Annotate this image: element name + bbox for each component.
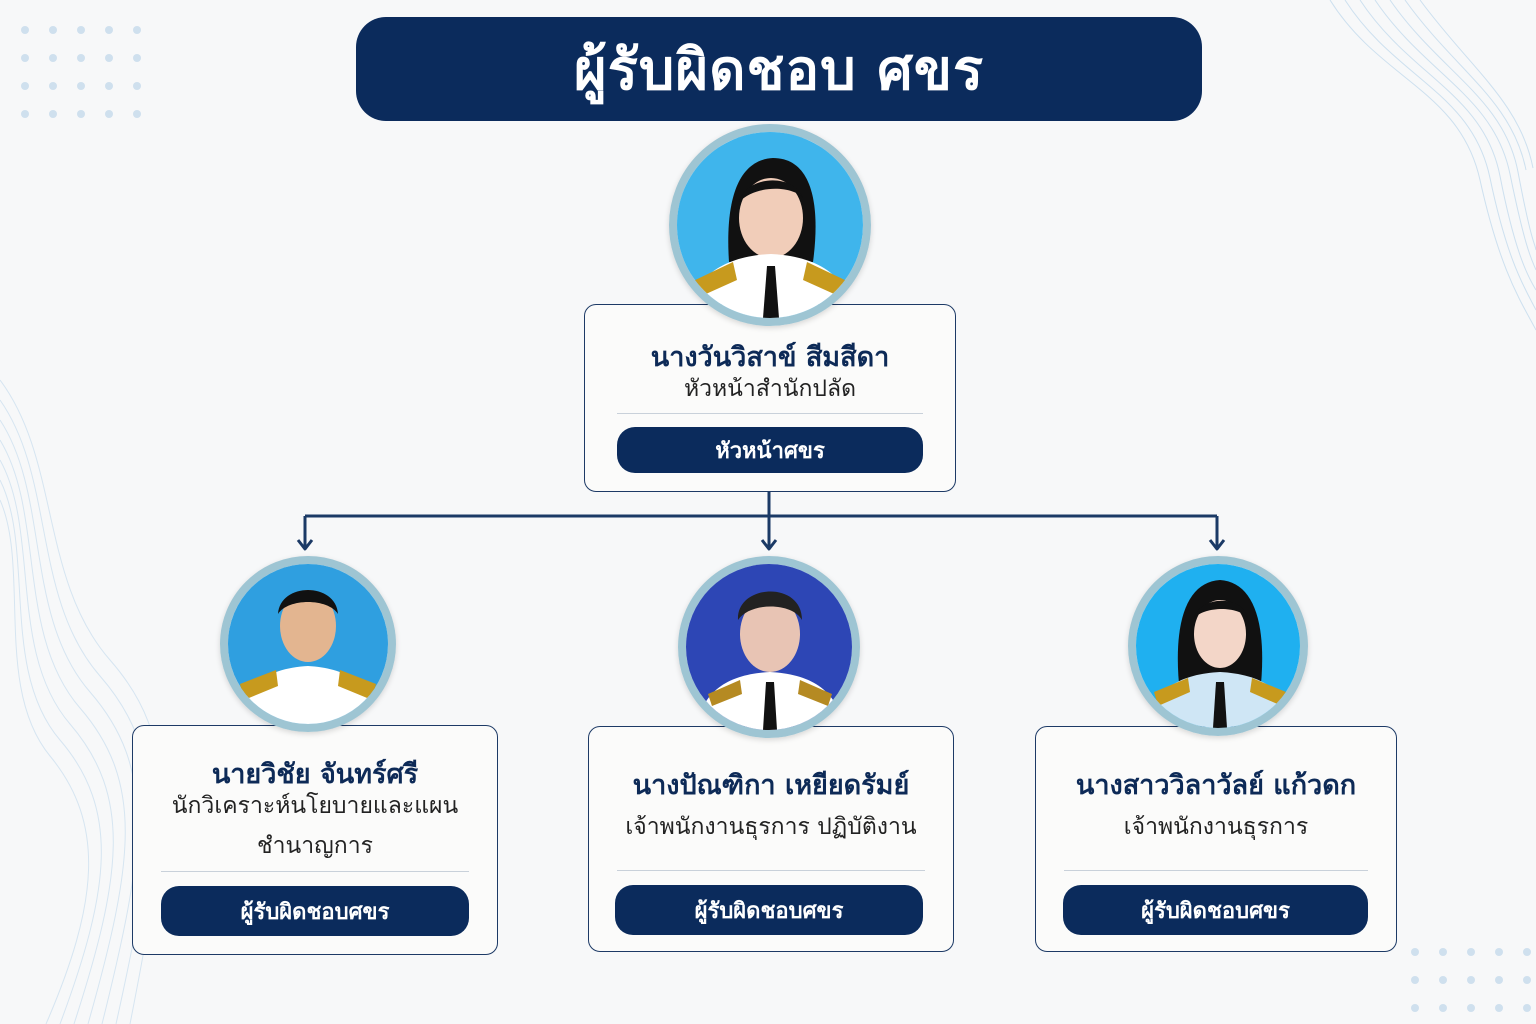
- member-divider-1: [161, 871, 469, 872]
- member-divider-2: [617, 870, 925, 871]
- member-photo-3: [1128, 556, 1308, 736]
- page-title: ผู้รับผิดชอบ ศขร: [573, 37, 985, 103]
- head-name: นางวันวิสาข์ สีมสีดา: [650, 342, 890, 373]
- head-card: นางวันวิสาข์ สีมสีดา หัวหน้าสำนักปลัด หั…: [584, 304, 956, 492]
- dot-grid-top-left: [21, 26, 141, 118]
- member-role-badge-2: ผู้รับผิดชอบศขร: [615, 885, 923, 935]
- member-position-2: เจ้าพนักงานธุรการ ปฏิบัติงาน: [625, 814, 917, 840]
- head-role-badge: หัวหน้าศขร: [617, 427, 923, 473]
- member-position-1b: ชำนาญการ: [257, 833, 373, 859]
- member-name-3: นางสาววิลาวัลย์ แก้วดก: [1075, 770, 1357, 801]
- member-card-2: นางปัณฑิกา เหยียดรัมย์ เจ้าพนักงานธุรการ…: [588, 726, 954, 952]
- org-connectors: [303, 491, 1219, 547]
- head-position: หัวหน้าสำนักปลัด: [683, 376, 857, 402]
- member-card-1: นายวิชัย จันทร์ศรี นักวิเคราะห์นโยบายและ…: [132, 725, 498, 955]
- member-name-2: นางปัณฑิกา เหยียดรัมย์: [632, 770, 910, 801]
- member-divider-3: [1064, 870, 1368, 871]
- member-card-3: นางสาววิลาวัลย์ แก้วดก เจ้าพนักงานธุรการ…: [1035, 726, 1397, 952]
- member-role-badge-3: ผู้รับผิดชอบศขร: [1063, 885, 1368, 935]
- member-role-badge-1: ผู้รับผิดชอบศขร: [161, 886, 469, 936]
- head-divider: [617, 413, 923, 414]
- member-name-1: นายวิชัย จันทร์ศรี: [211, 759, 419, 790]
- member-photo-1: [220, 556, 396, 732]
- dot-grid-bottom-right: [1411, 948, 1531, 1012]
- title-banner: ผู้รับผิดชอบ ศขร: [356, 17, 1202, 121]
- member-position-1a: นักวิเคราะห์นโยบายและแผน: [171, 793, 459, 819]
- head-photo: [669, 124, 871, 326]
- member-position-3: เจ้าพนักงานธุรการ: [1123, 814, 1309, 840]
- member-photo-2: [678, 556, 860, 738]
- connector-arrowheads: [296, 539, 1226, 551]
- wave-lines-top-right: [1329, 0, 1536, 331]
